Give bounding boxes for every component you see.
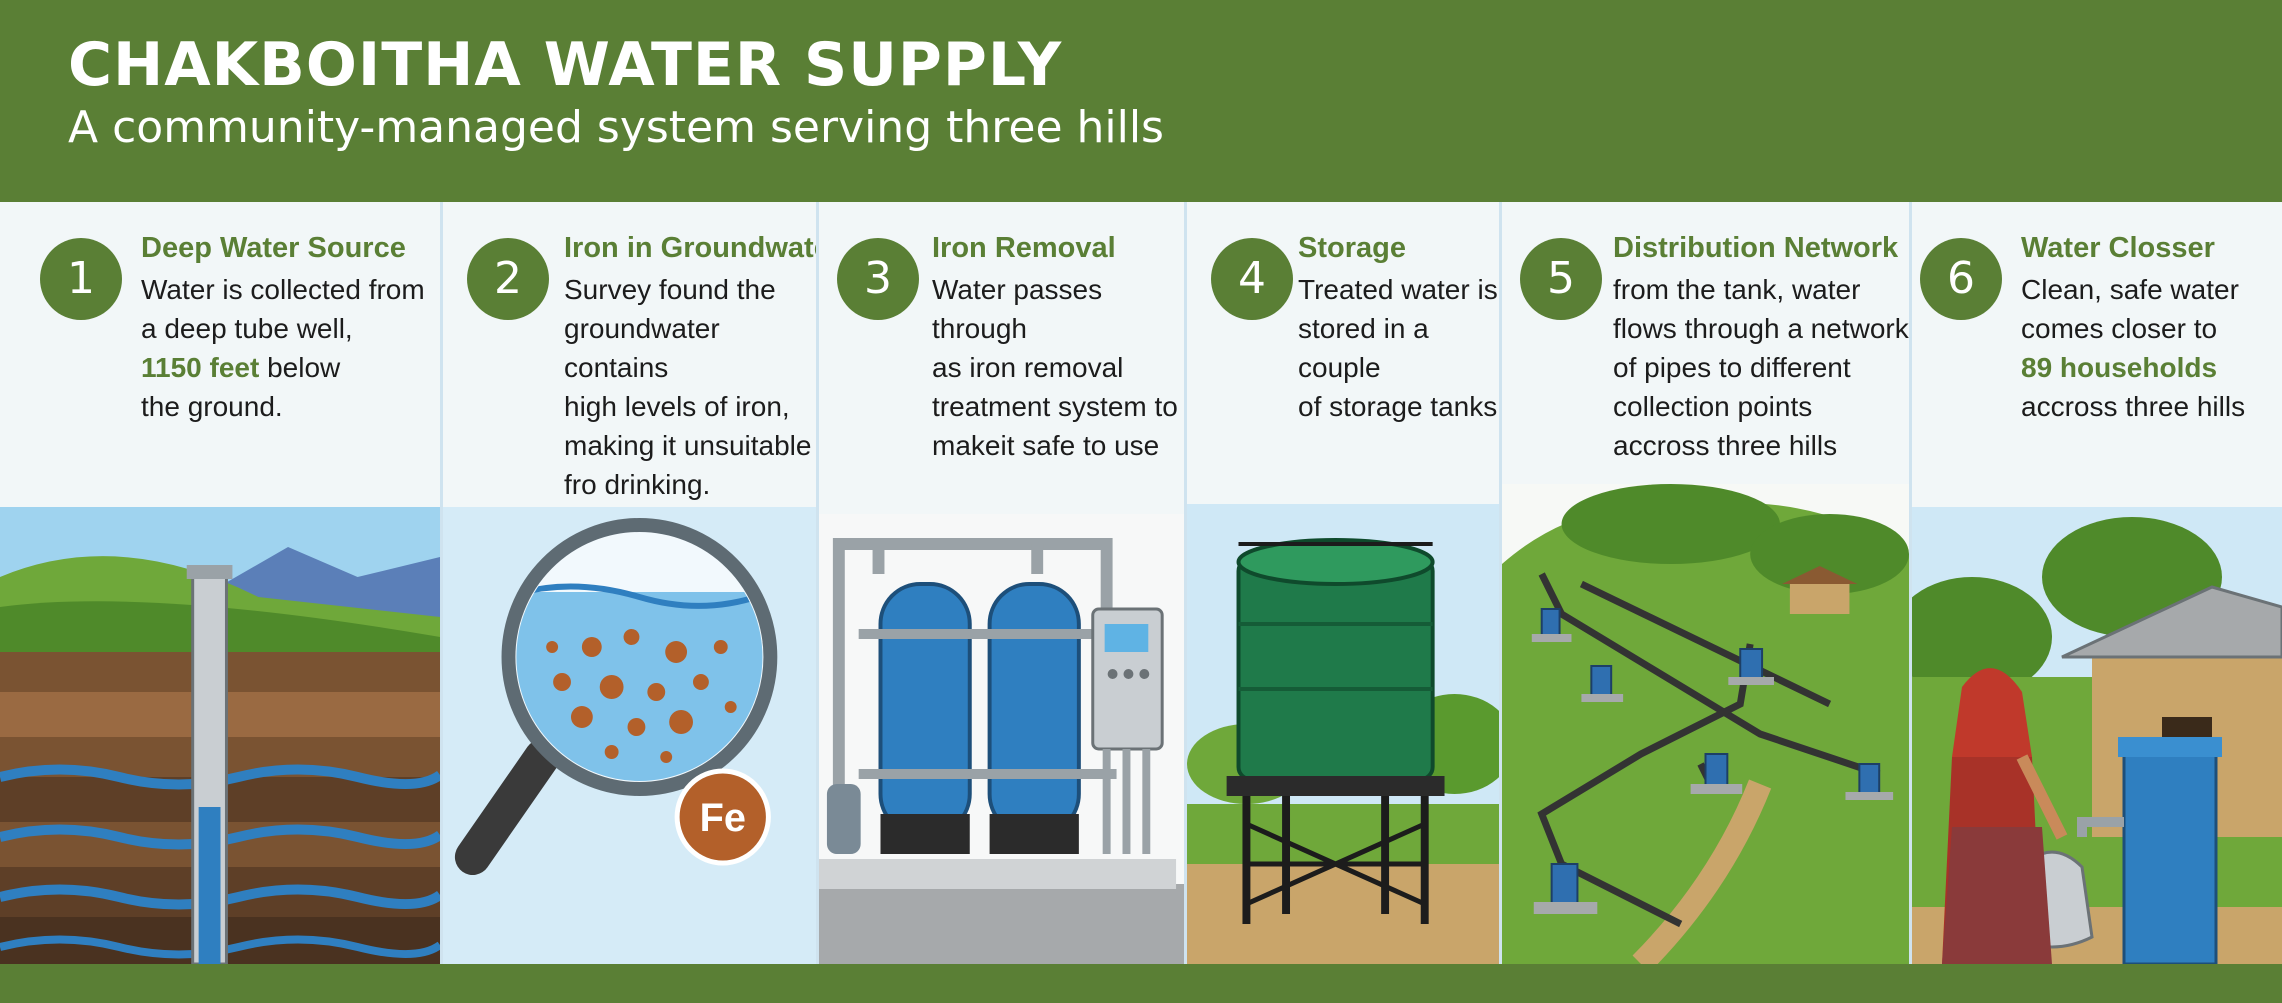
step-description: Survey found the groundwater contains hi… xyxy=(564,270,816,504)
footer-band xyxy=(0,964,2282,1003)
description-line: of storage tanks xyxy=(1298,391,1498,422)
step-panel-1: 1 Deep Water Source Water is collected f… xyxy=(0,202,443,964)
step-number-badge: 2 xyxy=(467,238,549,320)
step-number-badge: 1 xyxy=(40,238,122,320)
description-line: makeit safe to use xyxy=(932,430,1160,461)
step-description: Clean, safe water comes closer to 89 hou… xyxy=(2021,270,2245,426)
description-line: Water is collected from xyxy=(141,274,425,305)
description-line: of pipes to different xyxy=(1613,352,1851,383)
step-description: Water passes through as iron removal tre… xyxy=(932,270,1184,465)
magnifying-glass-illustration: Fe xyxy=(443,507,816,964)
step-panel-6: 6 Water Closser Clean, safe water comes … xyxy=(1912,202,2282,964)
pipe-network-illustration xyxy=(1502,484,1909,964)
description-line: Water passes through xyxy=(932,274,1103,344)
description-line: collection points xyxy=(1613,391,1813,422)
description-line: stored in a couple xyxy=(1298,313,1429,383)
step-description: Treated water is stored in a couple of s… xyxy=(1298,270,1499,426)
description-line: a deep tube well, xyxy=(141,313,353,344)
depth-highlight: 1150 feet xyxy=(141,352,260,383)
description-line: Treated water is xyxy=(1298,274,1498,305)
description-line: comes closer to xyxy=(2021,313,2218,344)
page-subtitle: A community-managed system serving three… xyxy=(68,102,1164,153)
step-title: Iron in Groundwater xyxy=(564,232,819,264)
step-panel-5: 5 Distribution Network from the tank, wa… xyxy=(1502,202,1912,964)
description-line: Clean, safe water xyxy=(2021,274,2239,305)
iron-symbol-badge: Fe xyxy=(700,796,746,840)
step-panel-4: 4 Storage Treated water is stored in a c… xyxy=(1187,202,1502,964)
description-line: 89 households xyxy=(2021,348,2245,387)
description-line: Survey found the xyxy=(564,274,776,305)
step-title: Iron Removal xyxy=(932,232,1116,264)
step-number-badge: 6 xyxy=(1920,238,2002,320)
description-line: from the tank, water xyxy=(1613,274,1861,305)
description-line: the ground. xyxy=(141,391,283,422)
step-number-badge: 3 xyxy=(837,238,919,320)
tube-well-illustration xyxy=(0,507,440,964)
storage-tank-illustration xyxy=(1187,504,1499,964)
step-title: Distribution Network xyxy=(1613,232,1899,264)
step-title: Storage xyxy=(1298,232,1406,264)
description-line: accross three hills xyxy=(1613,430,1838,461)
description-line: accross three hills xyxy=(2021,391,2246,422)
description-line: as iron removal xyxy=(932,352,1124,383)
step-panel-3: 3 Iron Removal Water passes through as i… xyxy=(819,202,1187,964)
description-fragment: below xyxy=(259,352,341,383)
step-title: Water Closser xyxy=(2021,232,2215,264)
page-title: CHAKBOITHA WATER SUPPLY xyxy=(68,30,1063,100)
filtration-tanks-illustration xyxy=(819,514,1184,964)
steps-row: 1 Deep Water Source Water is collected f… xyxy=(0,202,2282,964)
description-line: high levels of iron, xyxy=(564,391,790,422)
households-highlight: 89 households xyxy=(2021,352,2218,383)
description-line: 1150 feet below xyxy=(141,348,425,387)
description-line: flows through a network xyxy=(1613,313,1909,344)
step-description: from the tank, water flows through a net… xyxy=(1613,270,1909,465)
step-description: Water is collected from a deep tube well… xyxy=(141,270,425,426)
description-line: treatment system to xyxy=(932,391,1178,422)
step-title: Deep Water Source xyxy=(141,232,406,264)
step-number-badge: 5 xyxy=(1520,238,1602,320)
header-banner: CHAKBOITHA WATER SUPPLY A community-mana… xyxy=(0,0,2282,202)
description-line: fro drinking. xyxy=(564,469,711,500)
woman-at-tap-illustration xyxy=(1912,507,2282,964)
step-panel-2: 2 Iron in Groundwater Survey found the g… xyxy=(443,202,819,964)
description-line: making it unsuitable xyxy=(564,430,812,461)
description-line: groundwater contains xyxy=(564,313,720,383)
step-number-badge: 4 xyxy=(1211,238,1293,320)
